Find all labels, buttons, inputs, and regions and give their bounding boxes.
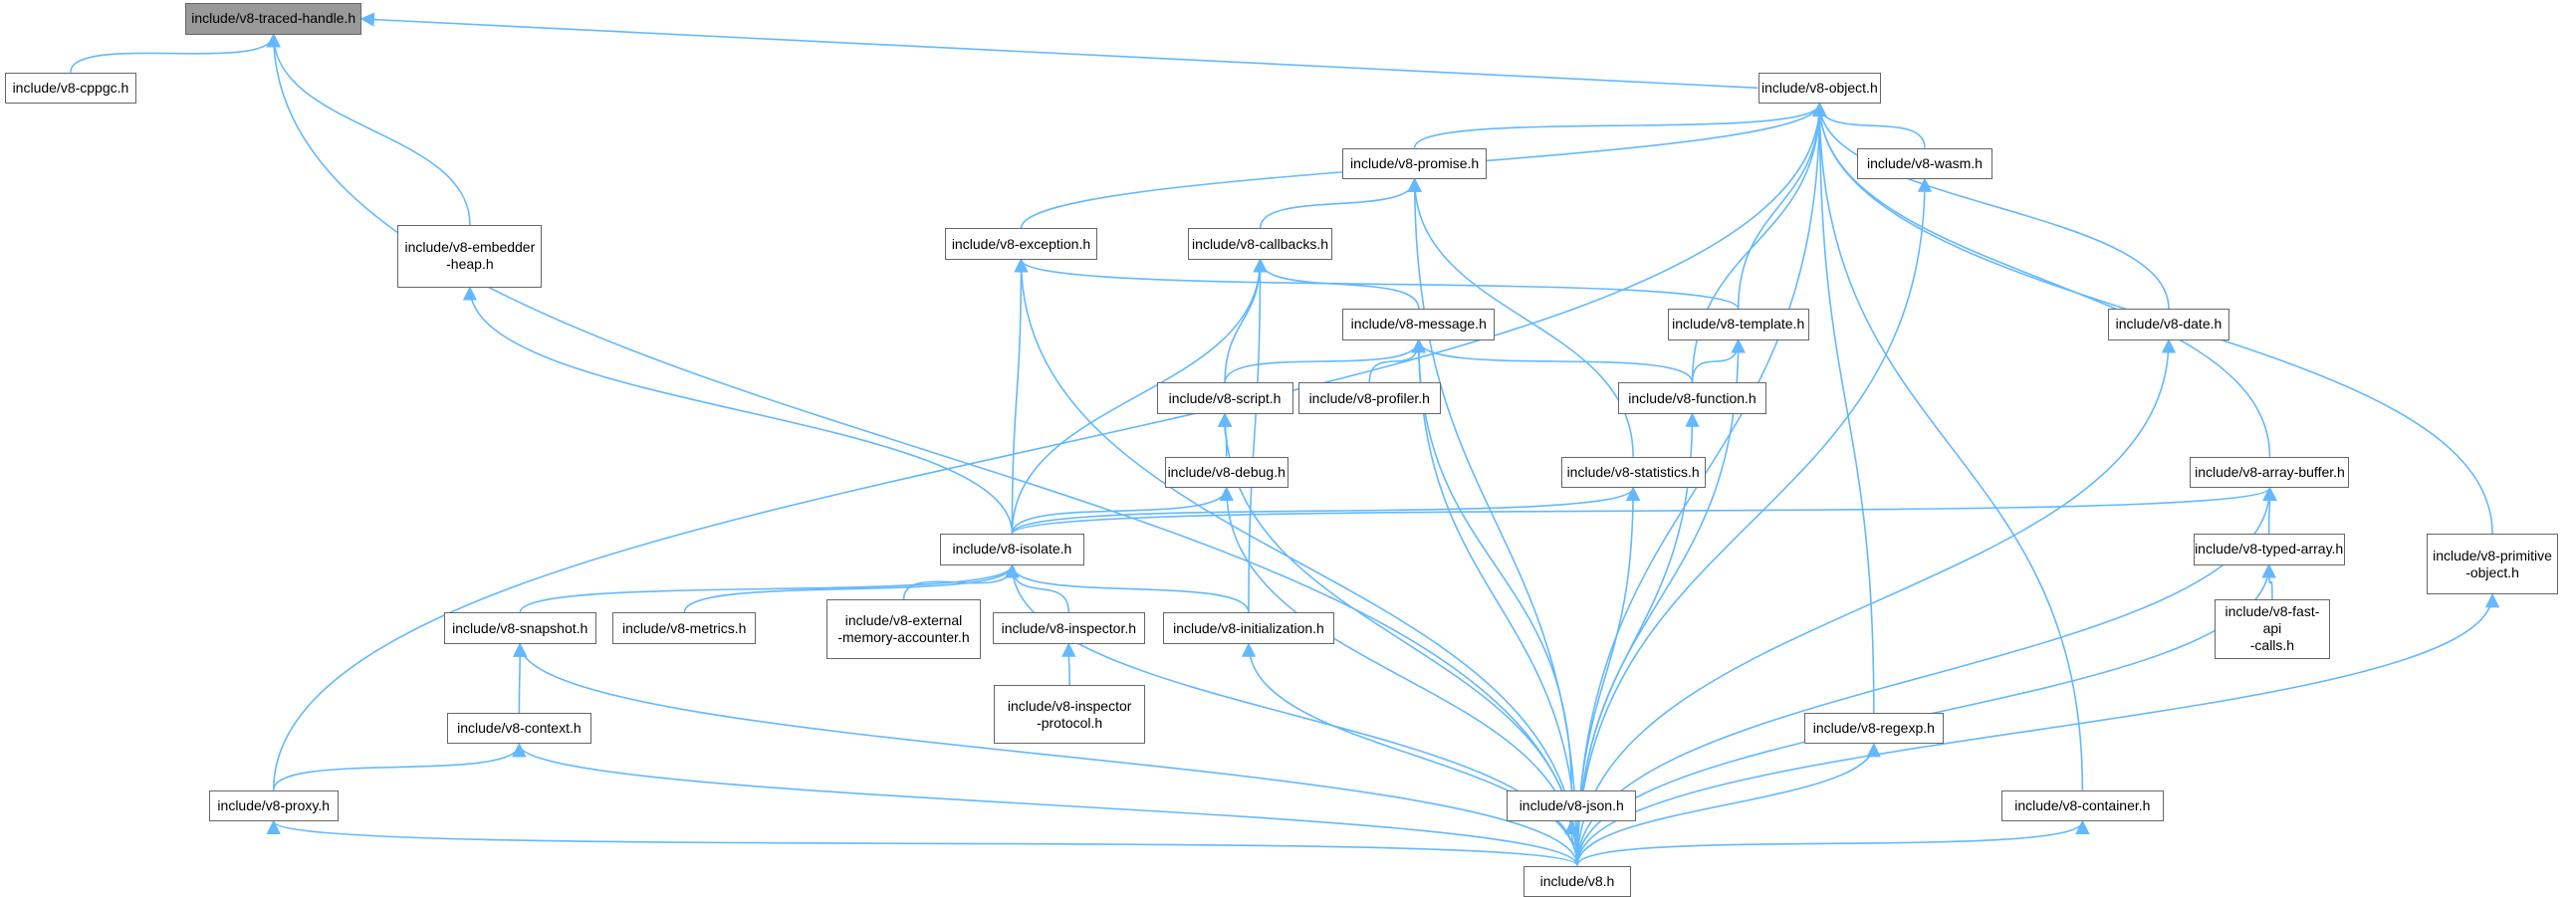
edge-v8-to-initialization (1241, 642, 1578, 866)
node-debug[interactable]: include/v8-debug.h (1164, 456, 1288, 489)
node-typedarray[interactable]: include/v8-typed-array.h (2193, 534, 2345, 565)
node-wasm[interactable]: include/v8-wasm.h (1856, 147, 1993, 179)
edge-date-to-object (1812, 102, 2170, 310)
edge-v8-to-regexp (1576, 743, 1881, 866)
edge-metrics-to-isolate (683, 563, 1020, 613)
edge-function-to-object (1691, 102, 1827, 383)
edge-object-to-traced (359, 12, 1758, 90)
edge-json-to-message (1411, 338, 1573, 790)
node-message[interactable]: include/v8-message.h (1342, 309, 1496, 340)
edge-initialization-to-callbacks (1248, 258, 1268, 613)
node-function[interactable]: include/v8-function.h (1618, 382, 1766, 414)
edge-v8-to-snapshot (513, 642, 1578, 866)
edge-cppgc-to-traced (70, 33, 281, 73)
edge-v8-to-primitive (1576, 592, 2500, 866)
edge-promise-to-object (1413, 102, 1827, 148)
node-traced[interactable]: include/v8-traced-handle.h (185, 3, 361, 35)
edge-profiler-to-message (1368, 338, 1426, 383)
edge-inspectorprotocol-to-inspector (1061, 642, 1076, 686)
node-inspector[interactable]: include/v8-inspector.h (992, 612, 1146, 644)
edge-template-to-exception (1014, 258, 1740, 310)
edge-function-to-message (1411, 338, 1694, 383)
edge-v8-to-proxy (266, 819, 1578, 867)
edge-isolate-to-debug (1011, 486, 1234, 535)
edge-context-to-snapshot (513, 642, 528, 714)
edge-isolate-to-statistics (1011, 486, 1641, 535)
node-promise[interactable]: include/v8-promise.h (1342, 147, 1488, 179)
edge-isolate-to-embedder (462, 286, 1014, 535)
node-proxy[interactable]: include/v8-proxy.h (208, 789, 339, 821)
edge-isolate-to-callbacks (1011, 258, 1268, 535)
node-template[interactable]: include/v8-template.h (1667, 309, 1809, 340)
node-callbacks[interactable]: include/v8-callbacks.h (1187, 228, 1333, 260)
node-script[interactable]: include/v8-script.h (1156, 382, 1293, 414)
node-container[interactable]: include/v8-container.h (2000, 789, 2165, 821)
node-json[interactable]: include/v8-json.h (1507, 789, 1637, 821)
node-profiler[interactable]: include/v8-profiler.h (1297, 382, 1442, 414)
edge-v8-to-context (512, 743, 1578, 866)
edge-initialization-to-isolate (1005, 563, 1250, 613)
node-isolate[interactable]: include/v8-isolate.h (939, 534, 1084, 565)
edge-v8-to-date (1576, 338, 2177, 866)
edge-callbacks-to-promise (1259, 177, 1422, 229)
node-metrics[interactable]: include/v8-metrics.h (612, 612, 756, 644)
edge-proxy-to-context (272, 743, 527, 790)
node-fastapi[interactable]: include/v8-fast-api -calls.h (2215, 599, 2330, 659)
node-snapshot[interactable]: include/v8-snapshot.h (443, 612, 596, 644)
edge-inspector-to-isolate (1005, 563, 1070, 613)
node-external[interactable]: include/v8-external -memory-accounter.h (825, 599, 982, 659)
edge-proxy-to-object (272, 102, 1827, 790)
edge-embedder-to-traced (266, 33, 471, 226)
edge-v8-to-traced (266, 33, 1578, 866)
edge-script-to-message (1224, 338, 1426, 383)
node-primitive[interactable]: include/v8-primitive -object.h (2427, 534, 2559, 595)
edge-regexp-to-object (1812, 102, 1875, 714)
edge-v8-to-exception (1014, 258, 1578, 866)
node-context[interactable]: include/v8-context.h (446, 713, 591, 745)
edge-v8-to-wasm (1576, 177, 1933, 866)
edge-v8-to-script (1217, 412, 1578, 866)
edge-v8-to-json (1564, 819, 1579, 866)
edge-isolate-to-arraybuffer (1011, 486, 2277, 535)
edge-external-to-isolate (902, 563, 1020, 600)
edge-wasm-to-object (1812, 102, 1926, 148)
node-statistics[interactable]: include/v8-statistics.h (1560, 456, 1706, 489)
node-inspectorprotocol[interactable]: include/v8-inspector -protocol.h (994, 685, 1146, 745)
node-arraybuffer[interactable]: include/v8-array-buffer.h (2190, 456, 2350, 489)
edge-template-to-object (1737, 102, 1827, 310)
node-v8[interactable]: include/v8.h (1522, 865, 1632, 897)
node-date[interactable]: include/v8-date.h (2107, 309, 2230, 340)
node-object[interactable]: include/v8-object.h (1757, 72, 1882, 104)
edge-v8-to-container (1576, 819, 2090, 866)
node-regexp[interactable]: include/v8-regexp.h (1803, 713, 1944, 745)
node-exception[interactable]: include/v8-exception.h (944, 228, 1098, 260)
edge-v8-to-arraybuffer (1576, 486, 2277, 866)
node-cppgc[interactable]: include/v8-cppgc.h (4, 72, 136, 104)
node-embedder[interactable]: include/v8-embedder -heap.h (397, 225, 543, 288)
node-initialization[interactable]: include/v8-initialization.h (1163, 612, 1334, 644)
edge-container-to-object (1812, 102, 2084, 790)
edge-snapshot-to-isolate (519, 563, 1020, 613)
edge-isolate-to-exception (1011, 258, 1029, 535)
edge-v8-to-function (1576, 412, 1700, 866)
edge-v8-to-message (1411, 338, 1578, 866)
edge-function-to-template (1691, 338, 1746, 383)
